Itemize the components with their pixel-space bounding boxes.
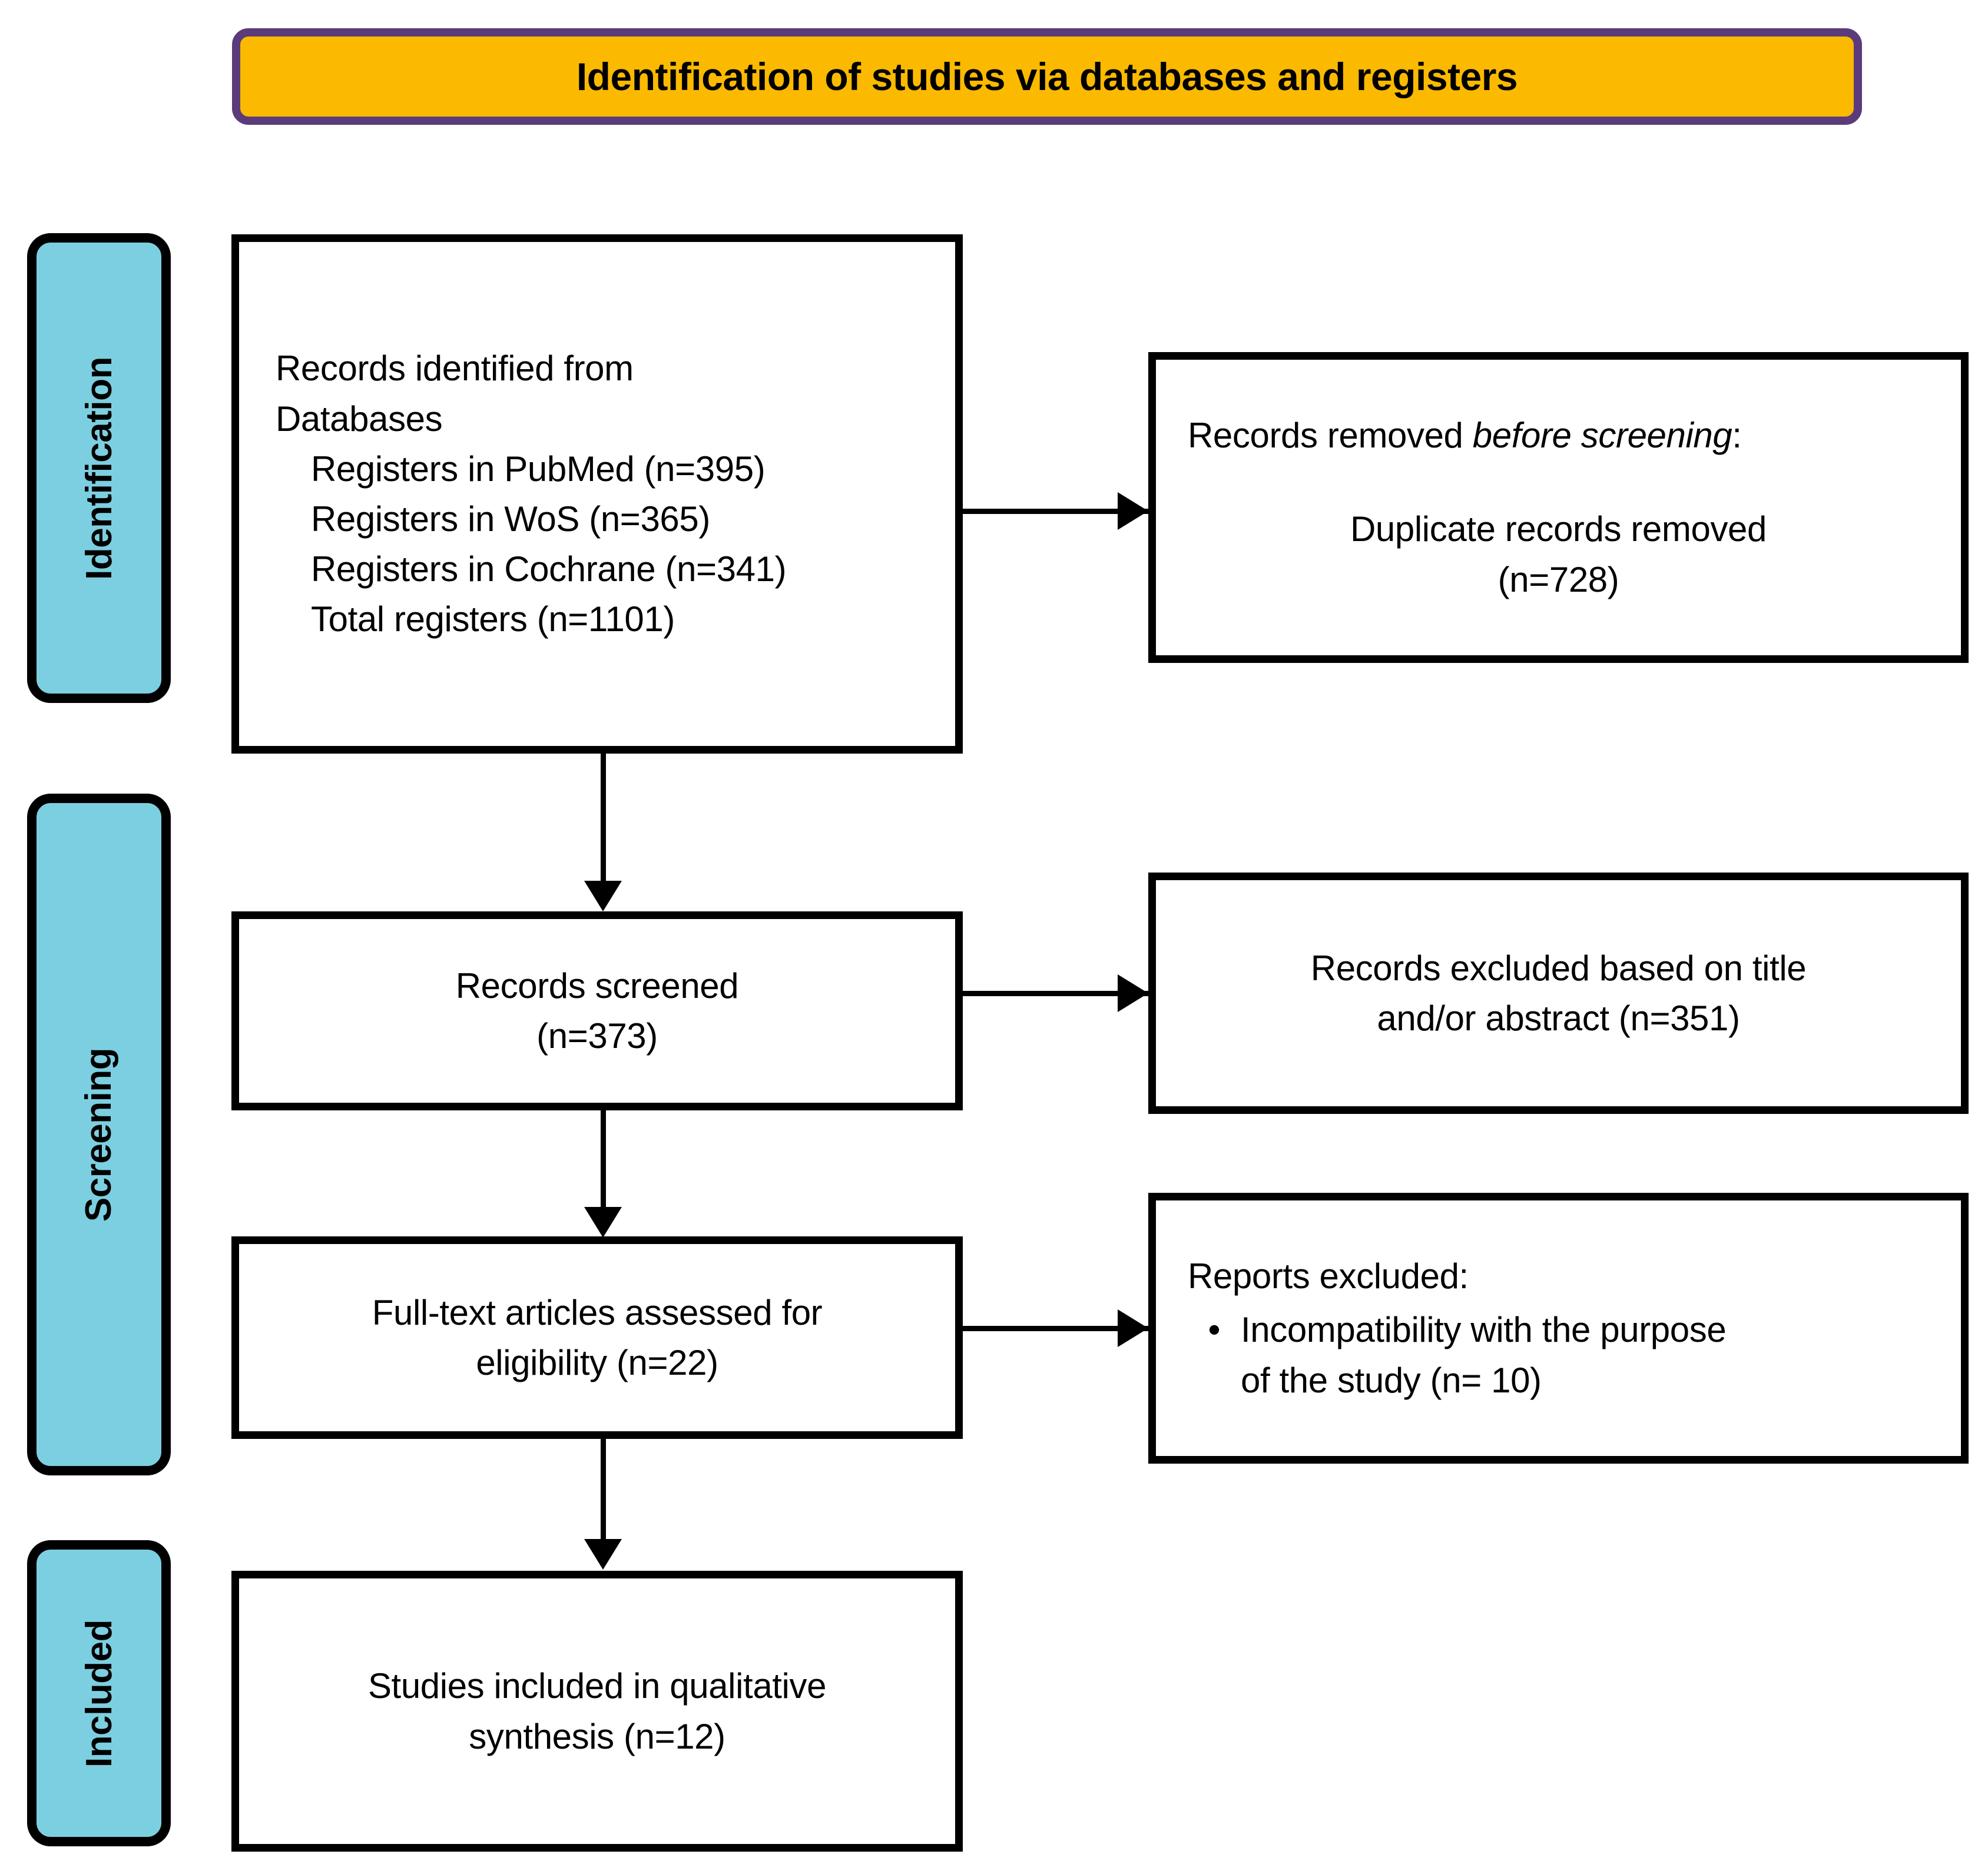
records-screened-count: (n=373) [536,1016,658,1056]
box-studies-included: Studies included in qualitative synthesi… [231,1571,963,1852]
bullet-dot-icon: • [1208,1310,1221,1350]
fulltext-assessed-line-2: eligibility (n=22) [476,1343,718,1382]
arrow-down-icon-fulltext-to-included [584,1539,622,1570]
records-removed-body: Duplicate records removed (n=728) [1188,504,1929,604]
studies-included-text: Studies included in qualitative synthesi… [263,1661,932,1761]
studies-included-line-2: synthesis (n=12) [469,1716,725,1756]
records-identified-wos: Registers in WoS (n=365) [311,499,710,539]
connector-fulltext-to-reports-excluded [963,1326,1151,1331]
box-reports-excluded: Reports excluded: • Incompatibility with… [1148,1193,1969,1464]
stage-tab-included-label: Included [78,1619,120,1767]
arrow-down-icon-screened-to-fulltext [584,1207,622,1238]
header-banner-title: Identification of studies via databases … [576,54,1518,98]
records-excluded-line-2: and/or abstract (n=351) [1377,999,1740,1038]
stage-tab-screening-label: Screening [78,1047,120,1222]
duplicate-records-removed-count: (n=728) [1497,559,1619,599]
records-excluded-line-1: Records excluded based on title [1310,948,1807,988]
connector-fulltext-to-included [601,1439,606,1540]
box-records-identified: Records identified from Databases Regist… [231,234,963,754]
box-records-excluded-title-abstract: Records excluded based on title and/or a… [1148,873,1969,1114]
header-banner: Identification of studies via databases … [232,28,1862,125]
connector-identified-to-removed [963,509,1151,514]
records-screened-label: Records screened [455,966,739,1006]
records-removed-heading-emphasis: before screening [1472,416,1732,456]
duplicate-records-removed-label: Duplicate records removed [1350,509,1767,549]
records-removed-heading: Records removed before screening: [1188,410,1929,460]
box-records-screened: Records screened (n=373) [231,911,963,1110]
connector-screened-to-fulltext [601,1110,606,1208]
connector-identified-to-screened [601,754,606,882]
arrow-down-icon-identified-to-screened [584,881,622,911]
studies-included-line-1: Studies included in qualitative [367,1666,827,1706]
records-removed-heading-prefix: Records removed [1188,416,1473,456]
arrow-right-icon-fulltext-to-reports-excluded [1118,1309,1148,1347]
records-identified-total: Total registers (n=1101) [311,599,675,639]
reports-excluded-bullet-item: • Incompatibility with the purpose of th… [1188,1305,1929,1405]
fulltext-assessed-text: Full-text articles assessed for eligibil… [263,1288,932,1388]
box-records-removed: Records removed before screening: Duplic… [1148,352,1969,663]
box-fulltext-assessed: Full-text articles assessed for eligibil… [231,1236,963,1439]
records-identified-line-1: Records identified from [276,349,634,389]
box-records-identified-text: Records identified from Databases Regist… [276,343,955,644]
stage-tab-included: Included [27,1540,171,1846]
records-identified-line-2: Databases [276,399,443,439]
stage-tab-identification: Identification [27,233,171,703]
arrow-right-icon-screened-to-excluded [1118,974,1148,1012]
records-screened-text: Records screened (n=373) [263,961,932,1061]
connector-screened-to-excluded [963,991,1151,996]
records-removed-heading-suffix: : [1732,416,1742,456]
reports-excluded-bullet-line-1: Incompatibility with the purpose [1241,1310,1727,1350]
records-identified-cochrane: Registers in Cochrane (n=341) [311,549,787,589]
reports-excluded-bullet-text: Incompatibility with the purpose of the … [1241,1305,1929,1405]
reports-excluded-bullet-line-2: of the study (n= 10) [1241,1360,1542,1400]
records-identified-pubmed: Registers in PubMed (n=395) [311,449,766,489]
fulltext-assessed-line-1: Full-text articles assessed for [372,1292,823,1332]
reports-excluded-heading: Reports excluded: [1188,1256,1469,1296]
stage-tab-identification-label: Identification [78,356,120,580]
arrow-right-icon-identified-to-removed [1118,492,1148,530]
stage-tab-screening: Screening [27,794,171,1475]
records-excluded-text: Records excluded based on title and/or a… [1188,943,1929,1043]
